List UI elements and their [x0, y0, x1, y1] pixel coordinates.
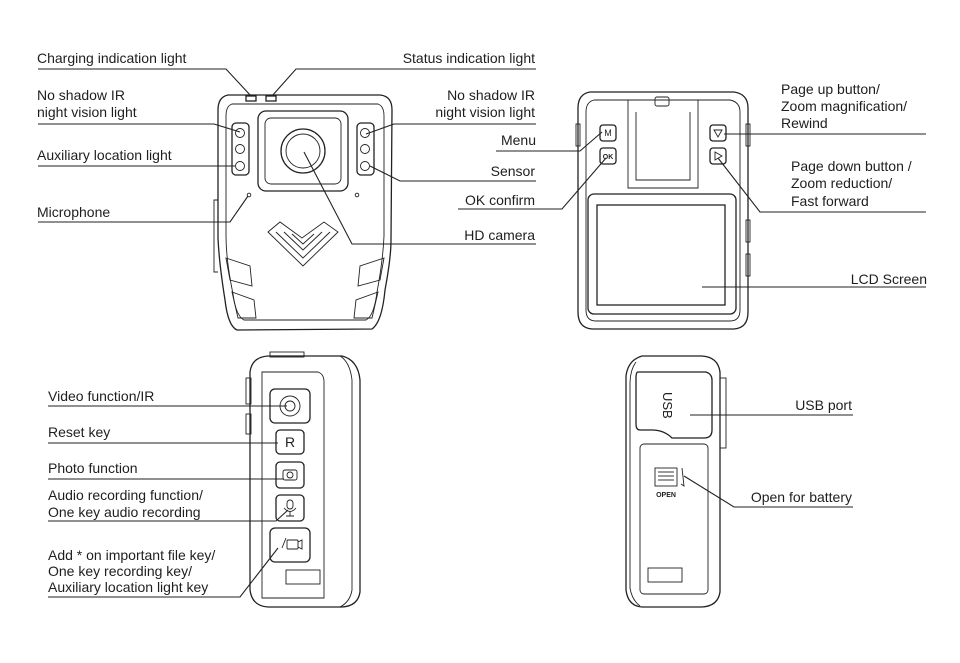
microphone-icon — [246, 192, 252, 198]
aux-light-icon — [235, 161, 245, 171]
label-video-function: Video function/IR — [48, 388, 154, 404]
usb-cover[interactable] — [635, 371, 713, 439]
page-up-button[interactable] — [709, 124, 727, 142]
reset-button[interactable] — [275, 429, 305, 455]
menu-button-label: M — [604, 128, 612, 138]
recorder-icon — [281, 537, 303, 550]
right-side-leaders — [683, 414, 853, 508]
label-aux-light: Auxiliary location light — [37, 147, 172, 163]
label-audio-line2: One key audio recording — [48, 504, 201, 520]
record-key-button[interactable] — [269, 527, 311, 563]
battery-cover[interactable] — [639, 443, 709, 595]
open-text: OPEN — [656, 492, 676, 499]
label-status-light: Status indication light — [403, 50, 535, 66]
front-view — [213, 94, 393, 331]
back-view: M OK — [575, 91, 751, 330]
label-page-up-line1: Page up button/ — [781, 81, 880, 97]
status-light-icon — [265, 95, 277, 102]
left-side-leaders — [48, 405, 289, 598]
label-page-down-line1: Page down button / — [791, 158, 912, 174]
label-ir-left-line2: night vision light — [37, 104, 137, 120]
label-lcd-screen: LCD Screen — [851, 271, 927, 287]
label-page-down-line2: Zoom reduction/ — [791, 175, 892, 191]
microphone-icon — [283, 499, 297, 517]
label-photo-function: Photo function — [48, 460, 138, 476]
label-sensor: Sensor — [491, 163, 536, 179]
page-down-button[interactable] — [709, 147, 727, 165]
menu-button[interactable] — [599, 124, 617, 142]
camera-icon — [282, 469, 298, 481]
label-charging-light: Charging indication light — [37, 50, 187, 66]
front-leaders — [38, 68, 536, 245]
label-audio-line1: Audio recording function/ — [48, 487, 203, 503]
lcd-screen — [596, 204, 726, 306]
label-ir-right-line2: night vision light — [435, 104, 535, 120]
label-add-line3: Auxiliary location light key — [48, 579, 208, 595]
label-reset-key: Reset key — [48, 424, 110, 440]
label-usb-port: USB port — [795, 397, 852, 413]
label-page-down-line3: Fast forward — [791, 193, 869, 209]
label-menu: Menu — [501, 132, 536, 148]
label-hd-camera: HD camera — [464, 227, 535, 243]
indicator-window — [285, 569, 321, 585]
ok-button-label: OK — [603, 154, 614, 161]
ir-led-right-2-icon — [360, 144, 370, 154]
right-side-view: USB OPEN — [625, 355, 727, 608]
sensor-icon — [360, 161, 370, 171]
label-add-line1: Add * on important file key/ — [48, 547, 215, 563]
label-page-up-line3: Rewind — [781, 115, 828, 131]
reset-button-label: R — [285, 434, 295, 450]
ir-led-left-1-icon — [235, 128, 245, 138]
battery-latch-icon — [654, 467, 685, 487]
charging-light-icon — [245, 95, 257, 102]
speaker-grille-icon — [267, 221, 339, 267]
ir-led-left-2-icon — [235, 144, 245, 154]
label-add-line2: One key recording key/ — [48, 563, 192, 579]
hd-camera-lens-icon — [280, 128, 326, 174]
photo-button[interactable] — [275, 461, 305, 489]
usb-text: USB — [660, 392, 675, 419]
label-ir-left-line1: No shadow IR — [37, 87, 125, 103]
back-leaders — [458, 131, 926, 288]
label-page-up-line2: Zoom magnification/ — [781, 98, 907, 114]
label-microphone: Microphone — [37, 204, 110, 220]
label-ok-confirm: OK confirm — [465, 192, 535, 208]
left-side-view: R — [245, 351, 361, 608]
side-window — [647, 567, 683, 583]
triangle-down-icon — [713, 129, 723, 138]
label-open-battery: Open for battery — [751, 489, 852, 505]
label-ir-right-line1: No shadow IR — [447, 87, 535, 103]
